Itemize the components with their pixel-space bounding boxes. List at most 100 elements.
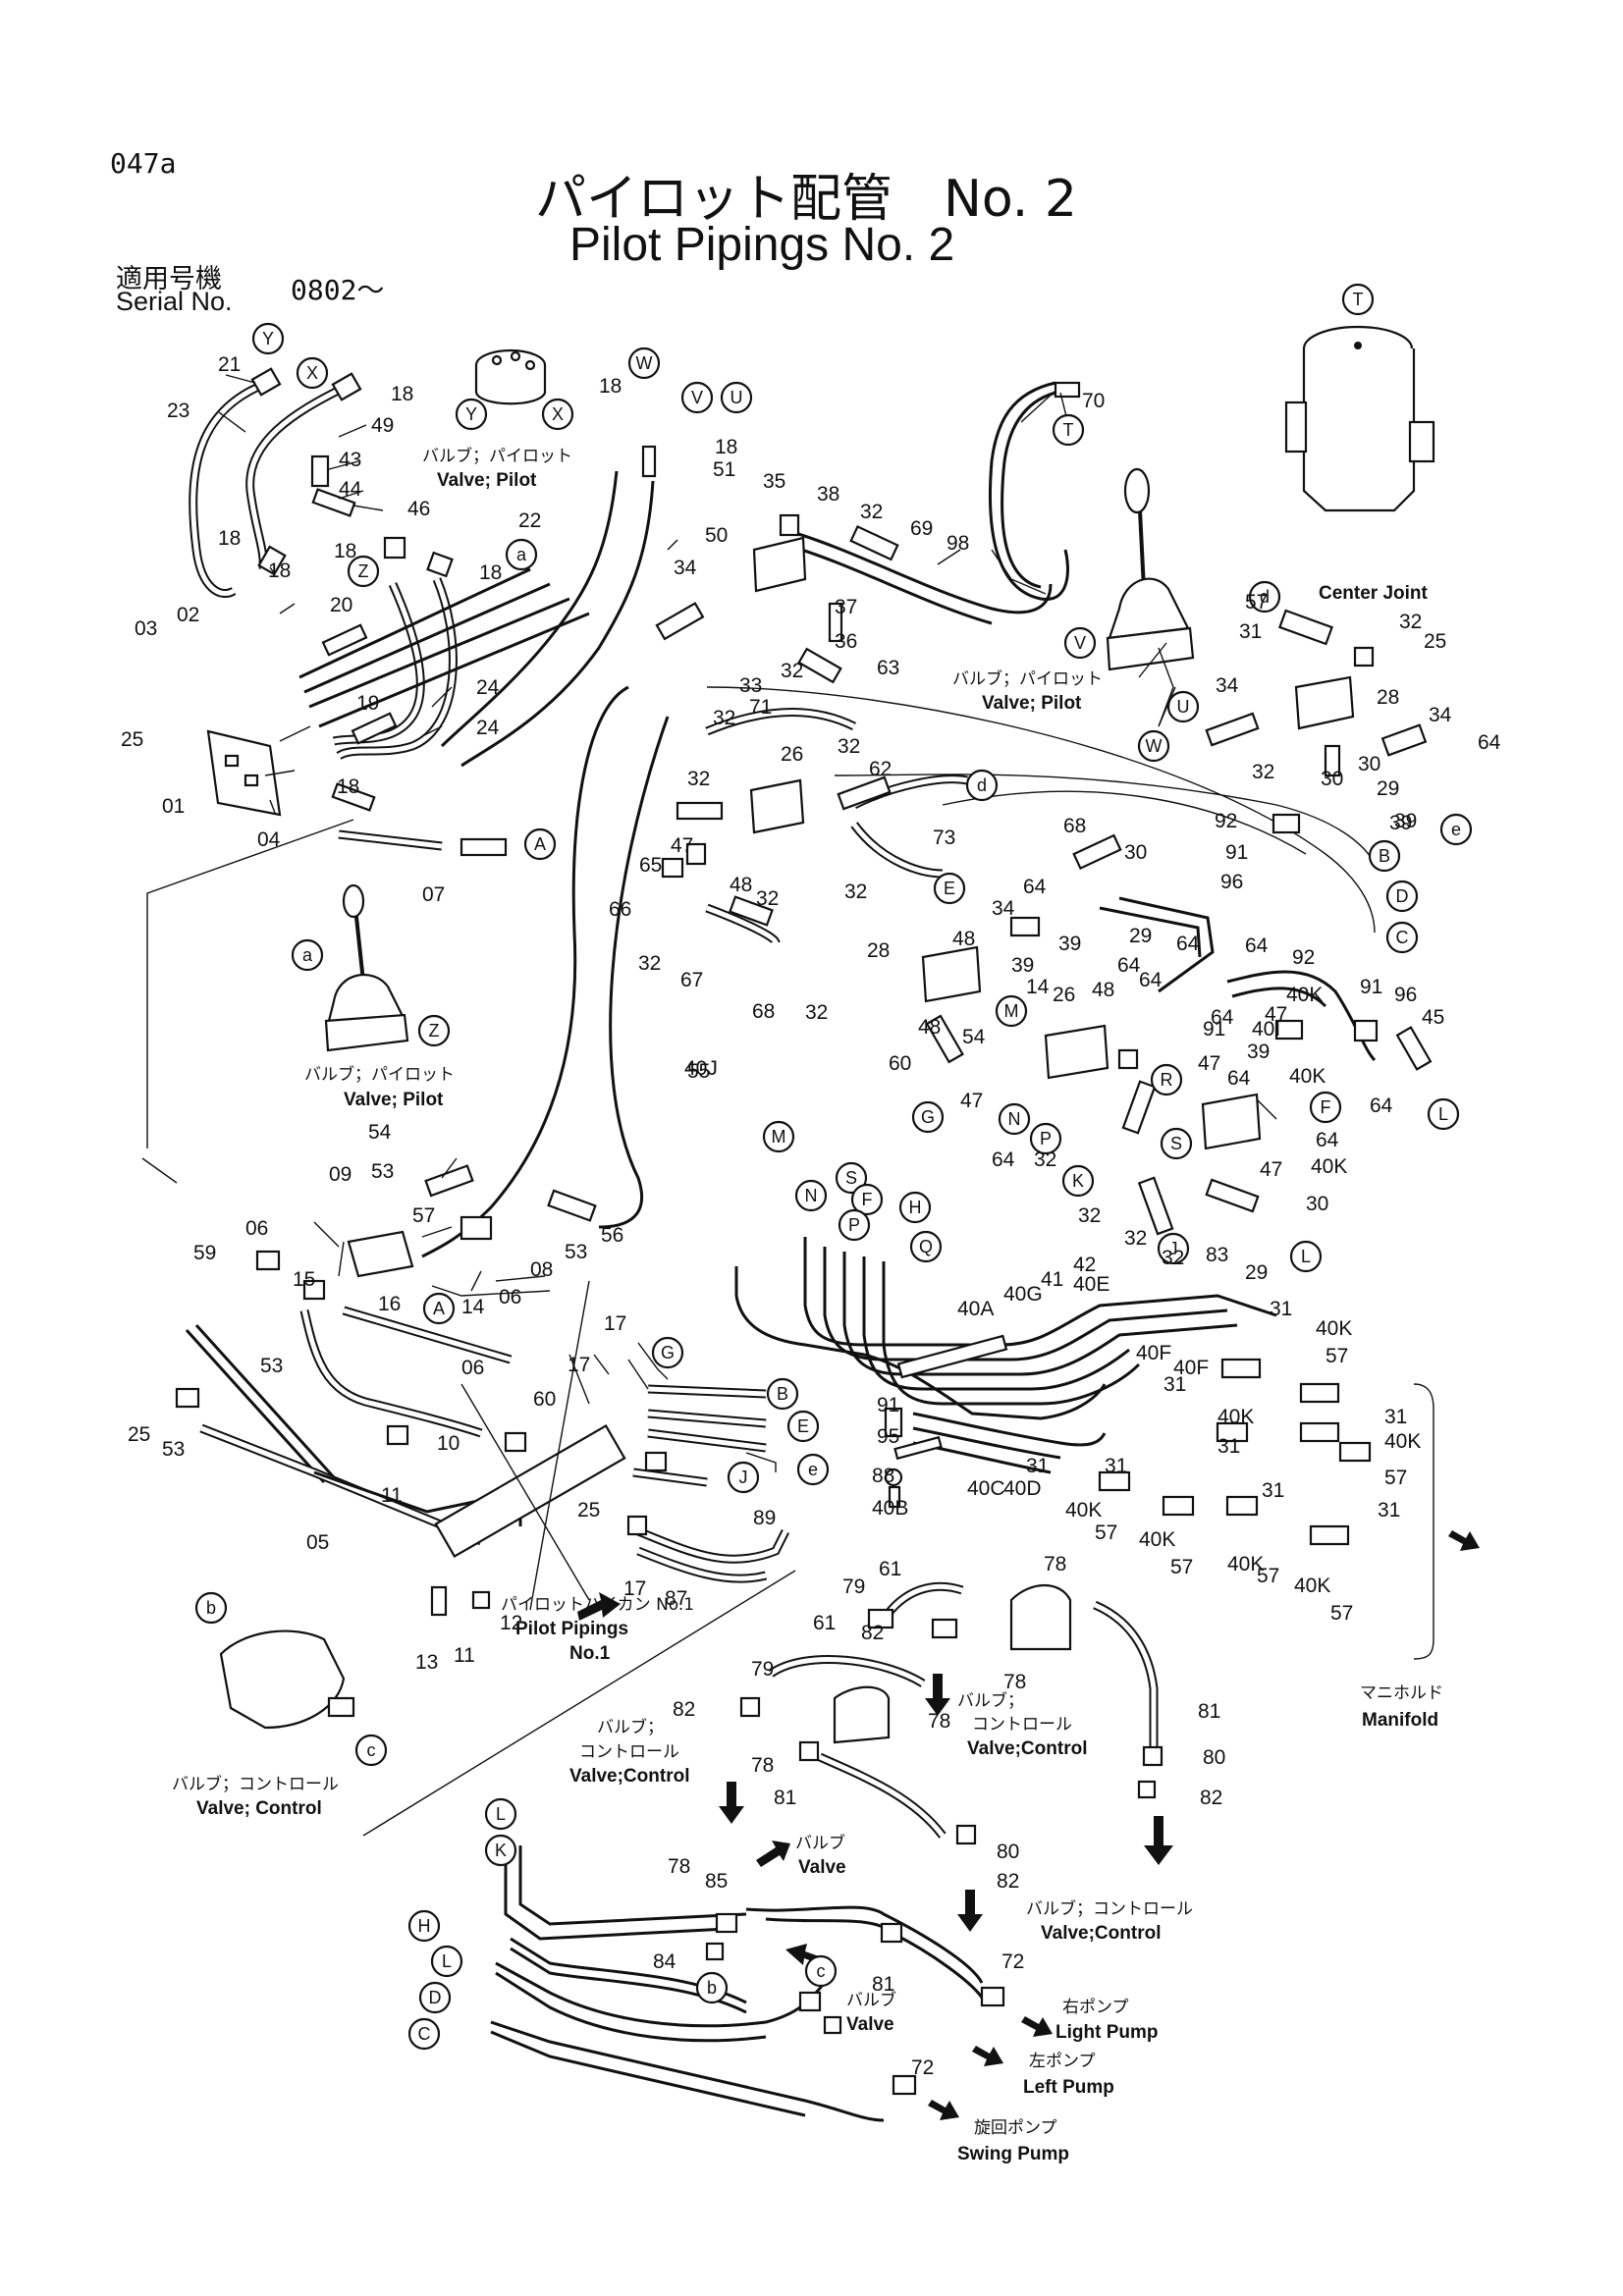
- svg-text:T: T: [1063, 420, 1074, 440]
- part-number: 80: [997, 1841, 1019, 1863]
- svg-text:Y: Y: [262, 329, 274, 348]
- svg-text:E: E: [944, 879, 955, 898]
- svg-text:d: d: [977, 775, 987, 795]
- part-number: 06: [461, 1357, 484, 1379]
- serial-number-value: 0802～: [291, 274, 385, 306]
- svg-text:c: c: [367, 1740, 376, 1760]
- part-number: 40K: [1384, 1430, 1421, 1453]
- part-number: 31: [1105, 1455, 1127, 1477]
- svg-text:e: e: [1451, 820, 1461, 839]
- part-number: 66: [609, 898, 631, 921]
- part-number: 18: [599, 375, 622, 398]
- part-number: 81: [1198, 1700, 1220, 1723]
- part-number: 91: [1225, 841, 1248, 864]
- part-number: 46: [407, 498, 430, 520]
- part-number: 40E: [1073, 1273, 1109, 1296]
- ref-circle-T: T: [1341, 283, 1375, 316]
- svg-text:K: K: [495, 1841, 507, 1860]
- manifold-block-28-center: [1294, 675, 1355, 730]
- part-number: 28: [867, 939, 890, 962]
- svg-text:H: H: [418, 1916, 431, 1936]
- part-number: 37: [835, 596, 857, 618]
- label-valve-en-1: Valve: [798, 1857, 846, 1878]
- svg-text:L: L: [442, 1951, 452, 1971]
- part-number: 64: [1245, 934, 1269, 957]
- ref-circle-G: H: [898, 1191, 932, 1224]
- ref-circle-K: L: [1289, 1240, 1323, 1273]
- part-number: 18: [218, 527, 241, 550]
- label-valve-control-jp-3: バルブ；: [957, 1690, 1024, 1711]
- svg-text:P: P: [848, 1215, 860, 1235]
- part-number: 40K: [1217, 1406, 1254, 1428]
- svg-text:G: G: [921, 1107, 935, 1127]
- svg-text:d: d: [1260, 587, 1270, 607]
- part-number: 79: [751, 1658, 774, 1681]
- ref-circle-L: L: [1427, 1097, 1460, 1131]
- ref-circle-L2: L: [430, 1945, 463, 1978]
- part-number: 57: [412, 1204, 435, 1227]
- ref-circle-W2: W: [1137, 729, 1170, 763]
- svg-text:F: F: [1321, 1097, 1331, 1117]
- ref-circle-P: P: [1029, 1122, 1062, 1155]
- svg-text:U: U: [1177, 697, 1190, 717]
- part-number: 25: [128, 1423, 150, 1446]
- ref-circle-G2: H: [407, 1909, 441, 1943]
- svg-text:D: D: [429, 1988, 442, 2007]
- svg-text:T: T: [1353, 290, 1364, 309]
- part-number: 95: [877, 1425, 899, 1448]
- part-number: 64: [1176, 933, 1200, 955]
- part-number: 72: [1001, 1950, 1024, 1973]
- part-number: 50: [705, 524, 728, 547]
- part-number: 31: [1262, 1479, 1284, 1502]
- part-number: 49: [371, 414, 394, 437]
- part-number: 32: [638, 952, 661, 975]
- label-valve-pilot-jp-2: バルブ；パイロット: [952, 668, 1103, 689]
- washer-91: [884, 1468, 903, 1487]
- part-number: 91: [1203, 1018, 1225, 1041]
- part-number: 32: [1162, 1247, 1184, 1269]
- label-right-pump-en: Light Pump: [1055, 2022, 1158, 2043]
- part-number-labels: 21 18 23 49 43 44 46 22 18 18 18 18 20 0…: [121, 353, 1501, 2079]
- part-number: 91: [877, 1394, 899, 1416]
- part-number: 79: [842, 1575, 865, 1598]
- control-valve-b-icon: [219, 1629, 355, 1730]
- svg-text:L: L: [1438, 1104, 1448, 1124]
- part-number: 31: [1163, 1373, 1186, 1396]
- part-number: 47: [960, 1090, 983, 1112]
- part-number: 18: [334, 540, 356, 562]
- part-number: 96: [1394, 984, 1417, 1006]
- part-number: 64: [1211, 1006, 1234, 1029]
- part-number: 06: [499, 1286, 521, 1308]
- part-number: 32: [756, 887, 779, 910]
- part-number: 62: [869, 758, 892, 780]
- svg-text:b: b: [206, 1598, 216, 1618]
- label-swing-pump-en: Swing Pump: [957, 2144, 1069, 2164]
- part-number: 40J: [684, 1057, 718, 1080]
- label-valve-control-jp-4: バルブ；コントロール: [1026, 1898, 1193, 1919]
- svg-text:R: R: [1161, 1070, 1173, 1090]
- ref-circle-P2: P: [838, 1208, 871, 1242]
- label-valve-en-2: Valve: [846, 2014, 894, 2035]
- label-valve-control-en-4: Valve;Control: [1041, 1923, 1161, 1944]
- label-valve-control-en-2: Valve;Control: [569, 1766, 689, 1787]
- label-pilot-pipings-en: Pilot Pipings: [515, 1619, 628, 1639]
- ref-circle-S2: F: [850, 1183, 884, 1216]
- manifold-block-35: [752, 536, 807, 593]
- part-number: 32: [805, 1001, 828, 1024]
- label-valve-control-jp-2: バルブ；: [597, 1717, 664, 1737]
- svg-text:X: X: [306, 363, 318, 383]
- part-number: 54: [368, 1121, 392, 1144]
- part-number: 65: [639, 854, 662, 877]
- label-valve-control-en-3: Valve;Control: [967, 1738, 1087, 1759]
- part-number: 32: [860, 501, 883, 523]
- ref-circle-Y2: Y: [455, 398, 488, 431]
- part-number: 18: [337, 775, 359, 798]
- part-number: 59: [193, 1242, 216, 1264]
- part-number: 82: [673, 1698, 695, 1721]
- label-center-joint: Center Joint: [1319, 583, 1429, 604]
- svg-text:S: S: [845, 1168, 857, 1188]
- part-number: 18: [715, 436, 737, 458]
- svg-text:K: K: [1072, 1171, 1084, 1191]
- svg-text:J: J: [1169, 1239, 1178, 1258]
- part-number: 17: [568, 1354, 590, 1376]
